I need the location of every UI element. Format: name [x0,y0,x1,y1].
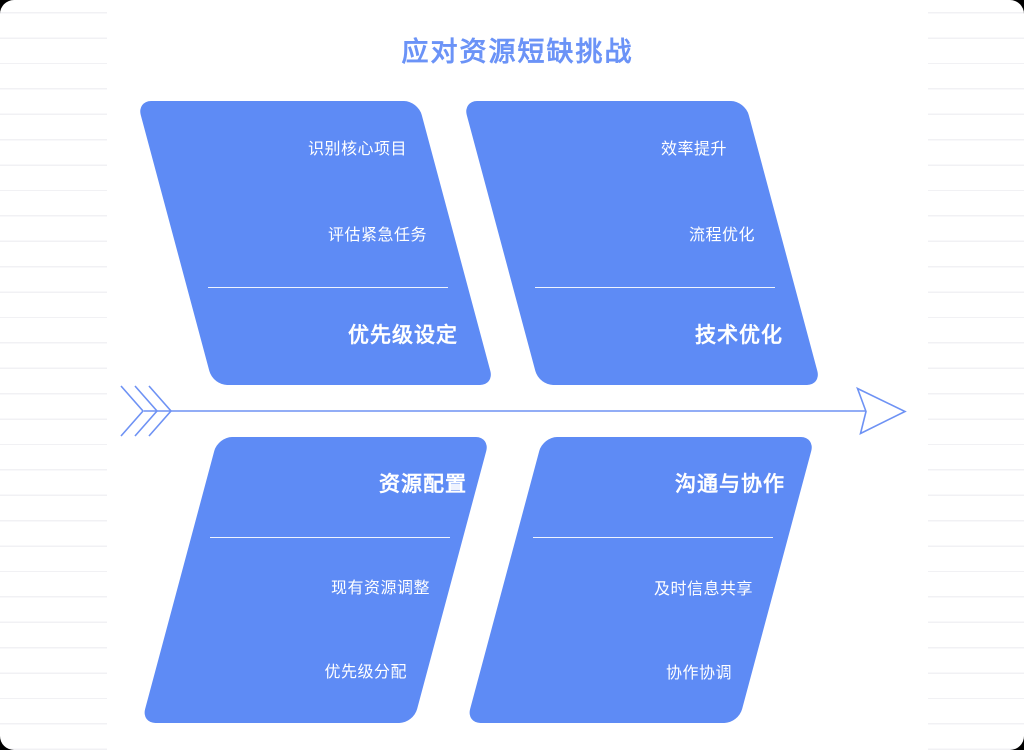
node-heading: 优先级设定 [348,324,458,347]
arrow-head-icon [856,386,907,435]
node-divider [535,287,775,288]
node-item-label: 流程优化 [688,227,755,244]
node-divider [208,287,448,288]
node-divider [533,537,773,538]
node-item-label: 及时信息共享 [653,581,753,598]
node-item-label: 优先级分配 [324,664,407,681]
node-item-label: 协作协调 [665,665,732,682]
diagram-title: 应对资源短缺挑战 [401,37,634,67]
node-heading: 资源配置 [379,473,467,496]
node-item-label: 效率提升 [660,141,727,158]
node-item-label: 识别核心项目 [307,141,407,158]
node-heading: 沟通与协作 [675,473,785,496]
node-item-label: 现有资源调整 [330,580,430,597]
node-heading: 技术优化 [695,324,783,347]
node-divider [210,537,450,538]
node-item-label: 评估紧急任务 [327,227,427,244]
arrow-feather-icon [120,385,145,437]
